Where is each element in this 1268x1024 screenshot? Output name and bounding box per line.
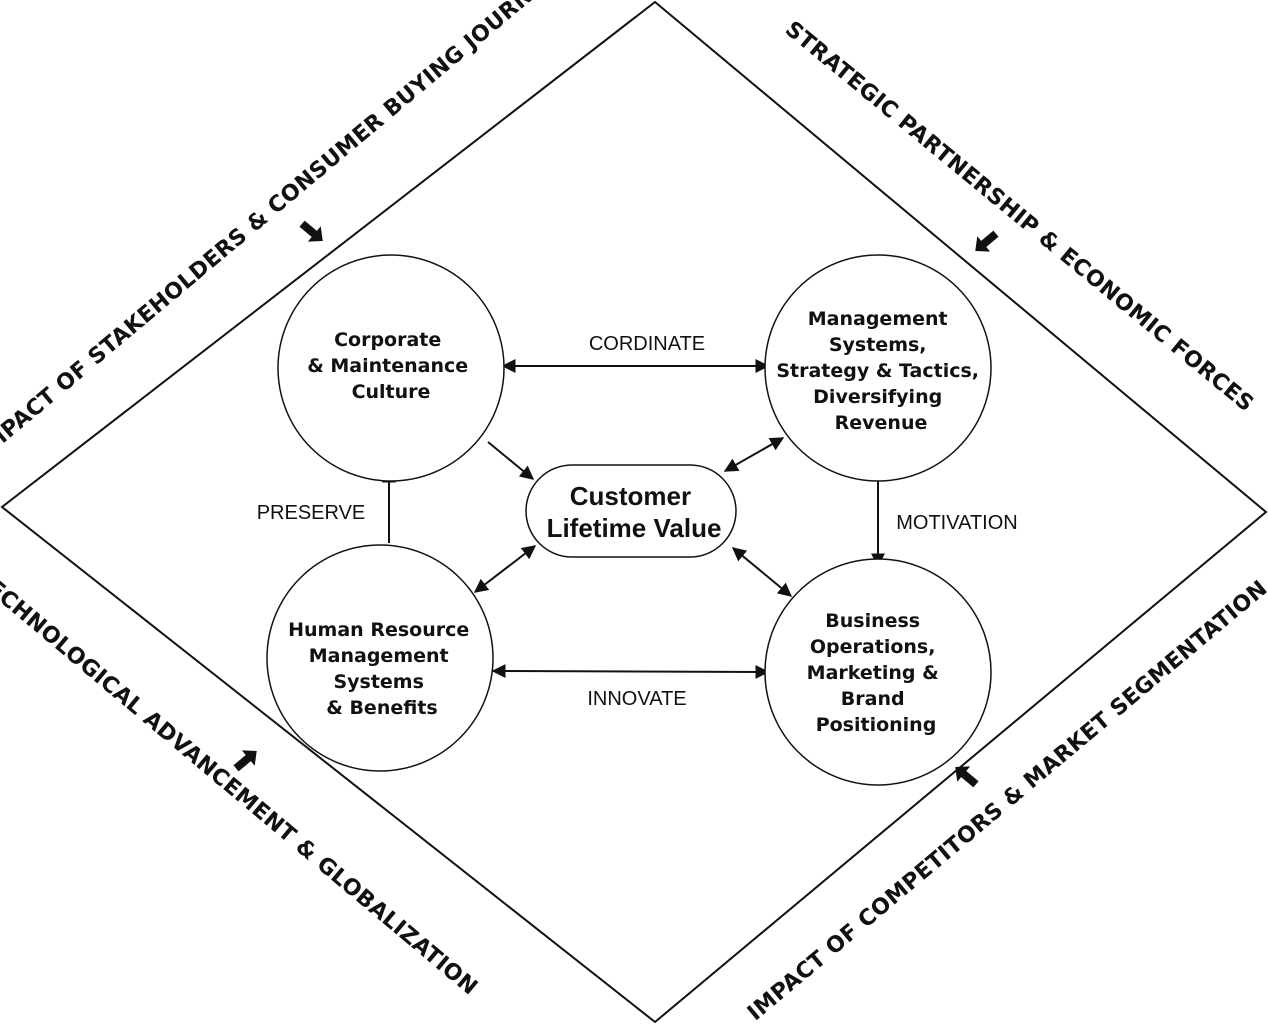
- relation-motivation: MOTIVATION: [896, 512, 1017, 534]
- business-center-arrow: [731, 547, 793, 597]
- node-hr-circle: [266, 544, 494, 772]
- corporate-to-center-arrow: [487, 441, 535, 480]
- inward-arrow-icon: [233, 750, 257, 772]
- node-corporate-text: Corporate & Maintenance Culture: [307, 329, 475, 403]
- node-hr-text: Human Resource Management Systems & Bene…: [288, 619, 476, 719]
- inward-arrow-icon: [955, 766, 979, 788]
- node-management-text: Management Systems, Strategy & Tactics, …: [776, 308, 985, 434]
- management-center-arrow: [723, 437, 785, 472]
- hr-center-arrow: [473, 545, 537, 593]
- center-line-1: Customer: [570, 481, 691, 511]
- node-corporate-circle: [277, 254, 505, 482]
- relation-preserve: PRESERVE: [257, 502, 366, 524]
- inward-arrow-icon: [299, 220, 323, 242]
- inward-arrow-icon: [975, 230, 999, 252]
- center-title: Customer Lifetime Value: [547, 481, 722, 543]
- center-pill: [525, 464, 737, 558]
- node-business-circle: [764, 558, 992, 786]
- relation-innovate: INNOVATE: [587, 688, 686, 710]
- center-line-2: Lifetime Value: [547, 513, 722, 543]
- node-business-text: Business Operations, Marketing & Brand P…: [807, 610, 946, 736]
- node-management-circle: [764, 254, 992, 482]
- relation-cordinate: CORDINATE: [589, 333, 705, 355]
- innovate-arrow: [491, 664, 770, 679]
